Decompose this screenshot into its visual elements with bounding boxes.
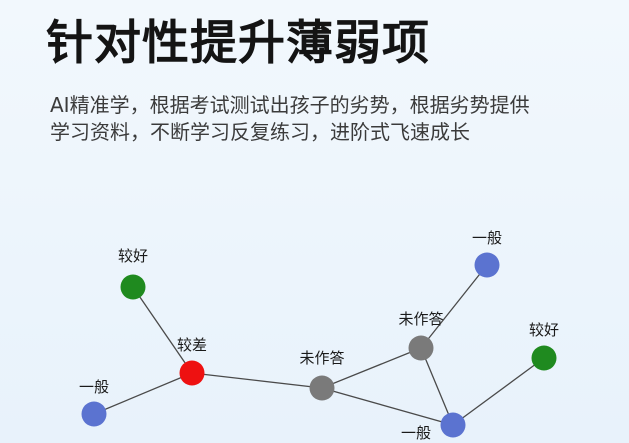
graph-node-label: 较好 — [529, 321, 559, 339]
graph-node-label: 未作答 — [398, 310, 443, 328]
graph-node-unanswered — [309, 375, 335, 401]
page-title: 针对性提升薄弱项 — [46, 16, 430, 71]
graph-node-unanswered — [408, 335, 434, 361]
graph-node-normal — [474, 252, 500, 278]
graph-node-label: 一般 — [472, 229, 502, 247]
graph-node-poor — [179, 360, 205, 386]
graph-edge-n4-n5 — [321, 347, 422, 389]
graph-edge-n2-n4 — [191, 372, 323, 389]
graph-node-label: 较差 — [177, 336, 207, 354]
graph-node-normal — [81, 401, 107, 427]
description: AI精准学，根据考试测试出孩子的劣势，根据劣势提供 学习资料，不断学习反复练习，… — [50, 92, 590, 146]
description-line-1: AI精准学，根据考试测试出孩子的劣势，根据劣势提供 — [50, 93, 530, 117]
graph-edges — [93, 264, 545, 426]
graph-edge-n4-n8 — [321, 387, 454, 426]
graph-node-label: 一般 — [79, 378, 109, 396]
graph-node-good — [120, 274, 146, 300]
graph-edge-n1-n2 — [132, 286, 193, 374]
graph-node-normal — [440, 412, 466, 438]
graph-node-label: 一般 — [401, 424, 431, 442]
graph-node-label: 未作答 — [299, 349, 344, 367]
graph-edge-n5-n8 — [420, 347, 454, 426]
graph-node-good — [531, 345, 557, 371]
graph-edge-n5-n6 — [420, 264, 488, 349]
graph-edge-n2-n3 — [93, 372, 193, 415]
description-line-2: 学习资料，不断学习反复练习，进阶式飞速成长 — [50, 120, 470, 144]
graph-node-label: 较好 — [118, 247, 148, 265]
graph-edge-n7-n8 — [452, 357, 545, 426]
